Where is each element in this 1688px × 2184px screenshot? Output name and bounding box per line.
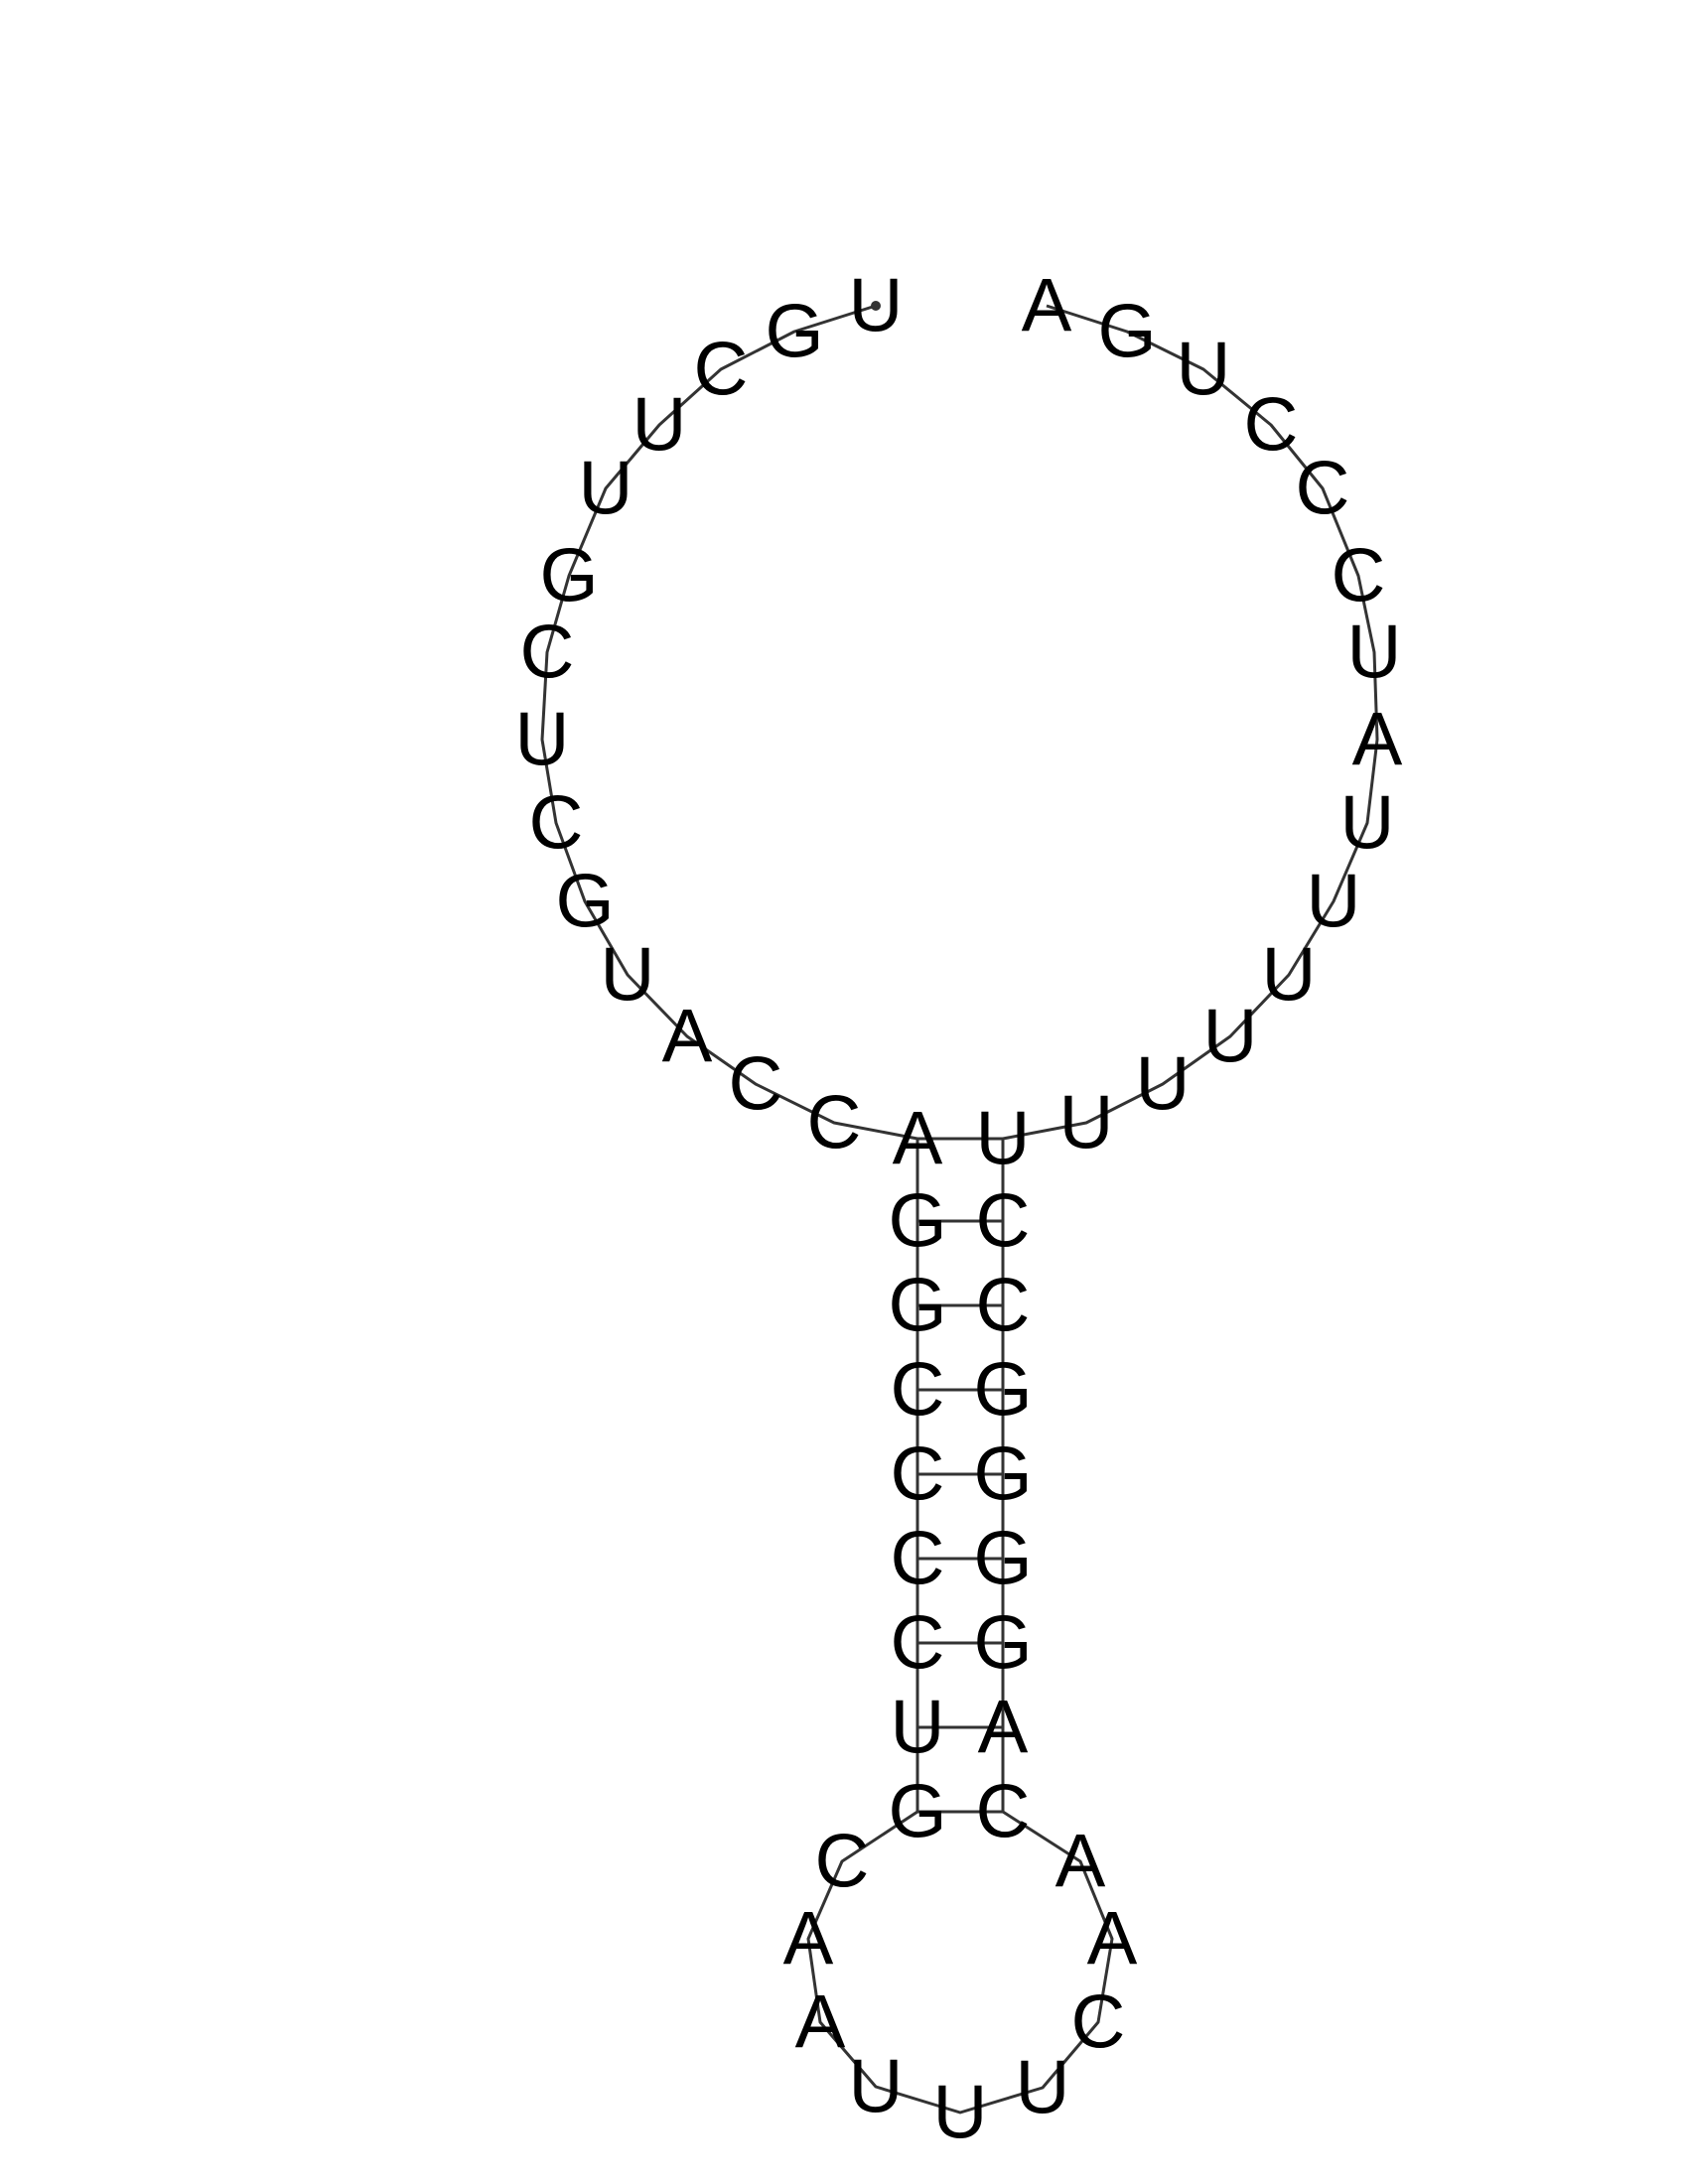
- nucleotide-18: C: [891, 1348, 945, 1433]
- nucleotide-12: A: [662, 995, 713, 1079]
- five-prime-start-marker: [871, 301, 881, 311]
- nucleotide-54: G: [1097, 290, 1156, 374]
- nucleotide-44: U: [1203, 995, 1258, 1079]
- nucleotide-51: C: [1296, 447, 1350, 531]
- nucleotide-21: C: [891, 1601, 945, 1686]
- nucleotide-31: A: [1087, 1897, 1138, 1981]
- nucleotide-30: C: [1071, 1980, 1126, 2065]
- nucleotide-29: U: [1016, 2046, 1070, 2130]
- nucleotide-20: C: [891, 1517, 945, 1601]
- nucleotide-27: U: [849, 2045, 904, 2129]
- nucleotide-52: C: [1244, 383, 1299, 468]
- nucleotide-43: U: [1136, 1042, 1191, 1127]
- nucleotide-55: A: [1022, 264, 1072, 348]
- nucleotide-38: G: [973, 1348, 1032, 1433]
- nucleotide-17: G: [888, 1264, 946, 1348]
- nucleotide-15: A: [893, 1097, 943, 1181]
- nucleotide-45: U: [1262, 933, 1317, 1018]
- nucleotide-24: C: [815, 1820, 870, 1904]
- nucleotide-7: C: [520, 611, 575, 695]
- nucleotide-4: U: [633, 383, 687, 468]
- nucleotide-1: U: [849, 264, 904, 348]
- nucleotide-25: A: [783, 1897, 834, 1981]
- nucleotide-36: G: [973, 1517, 1032, 1601]
- nucleotide-41: U: [976, 1097, 1031, 1181]
- nucleotide-50: C: [1332, 534, 1386, 618]
- nucleotide-23: G: [888, 1770, 946, 1854]
- nucleotide-22: U: [891, 1686, 945, 1770]
- nucleotide-8: U: [515, 698, 570, 782]
- base-pair-bonds: [917, 1137, 1003, 1814]
- nucleotide-34: A: [978, 1686, 1029, 1770]
- nucleotide-42: U: [1059, 1081, 1114, 1165]
- nucleotide-14: C: [807, 1081, 862, 1165]
- nucleotide-9: C: [529, 781, 584, 866]
- nucleotide-6: G: [539, 534, 598, 618]
- nucleotide-19: C: [891, 1433, 945, 1517]
- nucleotide-16: G: [888, 1179, 946, 1264]
- nucleotide-46: U: [1307, 860, 1361, 944]
- nucleotide-26: A: [795, 1980, 846, 2065]
- nucleotide-40: C: [976, 1179, 1031, 1264]
- nucleotide-5: U: [579, 447, 633, 531]
- nucleotide-47: U: [1340, 781, 1395, 866]
- nucleotide-11: U: [601, 933, 655, 1018]
- nucleotide-13: C: [729, 1042, 783, 1127]
- nucleotide-35: G: [973, 1601, 1032, 1686]
- backbone-line: [540, 304, 1379, 2115]
- nucleotide-28: U: [933, 2071, 988, 2155]
- nucleotide-3: C: [694, 328, 749, 412]
- nucleotide-49: U: [1347, 611, 1402, 695]
- nucleotide-10: G: [555, 860, 614, 944]
- nucleotide-53: U: [1177, 328, 1231, 412]
- nucleotide-32: A: [1055, 1820, 1106, 1904]
- nucleotide-2: G: [765, 290, 823, 374]
- nucleotide-39: C: [976, 1264, 1031, 1348]
- nucleotide-48: A: [1352, 698, 1403, 782]
- nucleotide-33: C: [976, 1770, 1031, 1854]
- nucleotide-37: G: [973, 1433, 1032, 1517]
